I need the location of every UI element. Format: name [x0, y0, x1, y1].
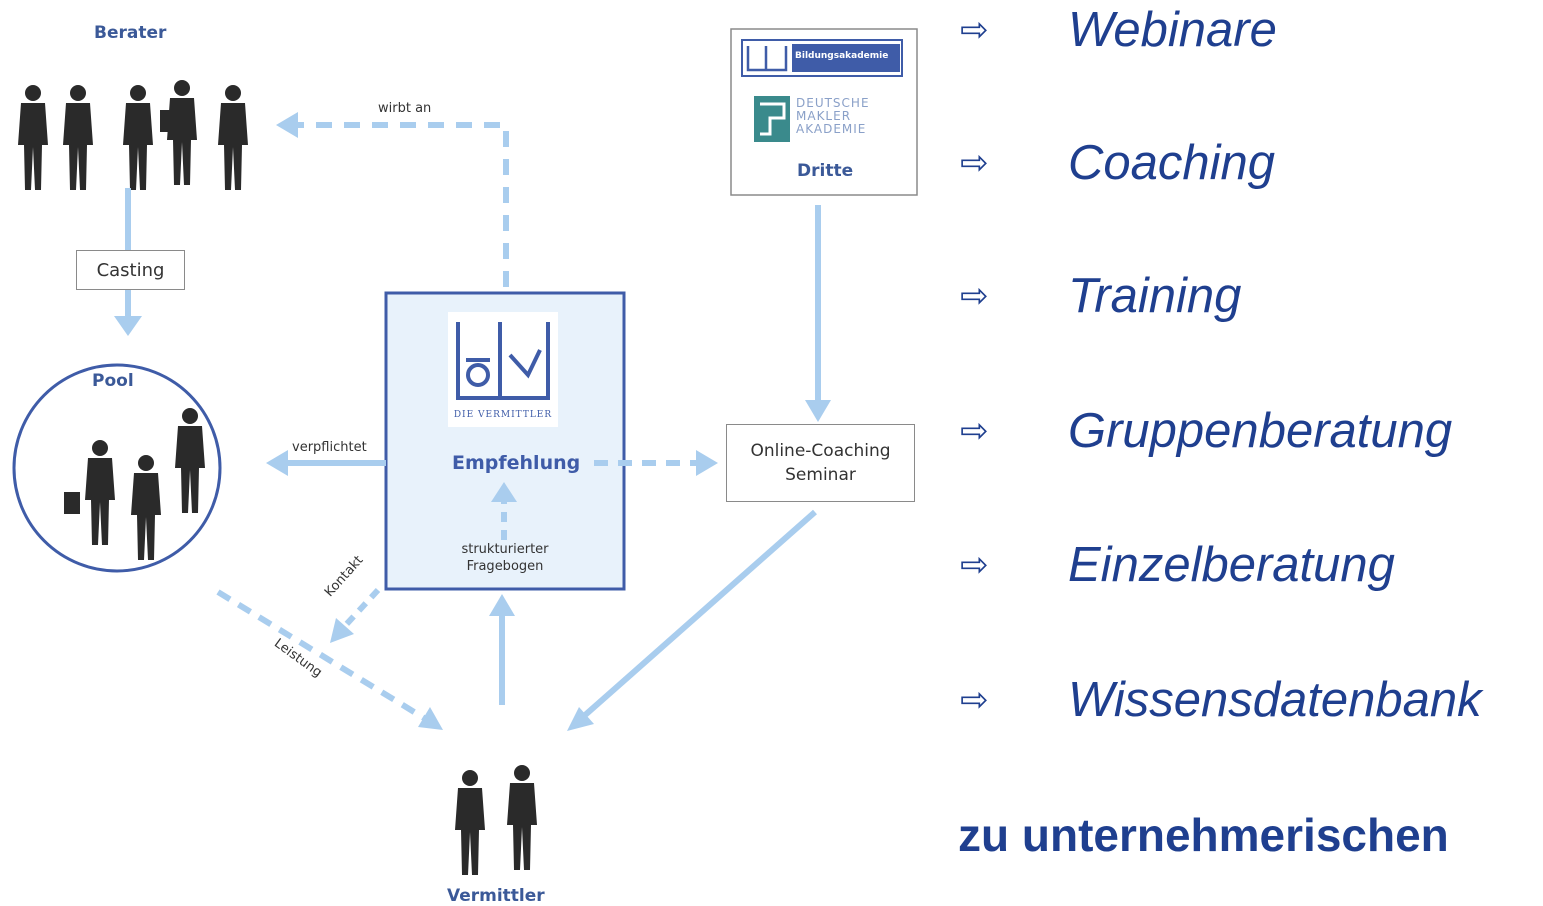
diagram-arrows — [114, 112, 831, 731]
right-arrow-icon: ⇨ — [960, 143, 989, 183]
list-item-label: Wissensdatenbank — [1068, 673, 1482, 727]
list-item-label: Training — [1068, 269, 1242, 323]
bildungsakademie-logo-icon — [741, 39, 903, 77]
casting-box: Casting — [76, 250, 185, 290]
empfehlung-label: Empfehlung — [448, 452, 585, 474]
dma-line-3: AKADEMIE — [796, 122, 867, 136]
right-arrow-icon: ⇨ — [960, 680, 989, 720]
online-coaching-box: Online-Coaching Seminar — [726, 424, 915, 502]
right-arrow-icon: ⇨ — [960, 276, 989, 316]
dma-logo-icon — [754, 96, 790, 142]
diagram-canvas — [12, 28, 918, 875]
online-coaching-line-2: Seminar — [785, 465, 856, 485]
berater-people-icon — [18, 80, 248, 190]
vermittler-people-icon — [455, 765, 537, 875]
right-arrow-icon: ⇨ — [960, 411, 989, 451]
fragebogen-line-2: Fragebogen — [466, 559, 544, 574]
pool-label: Pool — [92, 371, 134, 391]
list-item-label: Webinare — [1068, 3, 1277, 57]
list-item-einzelberatung: ⇨ Einzelberatung — [960, 537, 1395, 593]
list-item-gruppenberatung: ⇨ Gruppenberatung — [960, 403, 1452, 459]
dma-line-2: MAKLER — [796, 109, 852, 123]
casting-label: Casting — [96, 259, 165, 281]
logo-caption: Die Vermittler — [453, 410, 553, 420]
list-item-coaching: ⇨ Coaching — [960, 135, 1275, 191]
pool-circle — [12, 363, 222, 573]
bildungsakademie-label: Bildungsakademie — [795, 51, 889, 61]
verpflichtet-label: verpflichtet — [292, 440, 367, 455]
berater-label: Berater — [94, 23, 167, 43]
dma-line-1: DEUTSCHE — [796, 96, 870, 110]
fragebogen-label: strukturierter Fragebogen — [386, 541, 624, 575]
list-item-webinare: ⇨ Webinare — [960, 2, 1277, 58]
wirbt-an-label: wirbt an — [378, 101, 432, 116]
list-item-label: Coaching — [1068, 136, 1276, 190]
footer-heading: zu unternehmerischen — [958, 809, 1449, 861]
right-arrow-icon: ⇨ — [960, 10, 989, 50]
list-item-label: Einzelberatung — [1068, 538, 1395, 592]
dritte-label: Dritte — [797, 161, 854, 181]
online-coaching-line-1: Online-Coaching — [750, 441, 891, 461]
pool-people-icon — [64, 408, 205, 560]
bvk-logo-icon — [448, 312, 558, 427]
vermittler-label: Vermittler — [447, 886, 545, 906]
fragebogen-line-1: strukturierter — [461, 542, 549, 557]
list-item-training: ⇨ Training — [960, 268, 1241, 324]
right-arrow-icon: ⇨ — [960, 545, 989, 585]
list-item-wissensdatenbank: ⇨ Wissensdatenbank — [960, 672, 1482, 728]
list-item-label: Gruppenberatung — [1068, 404, 1453, 458]
dma-label: DEUTSCHE MAKLER AKADEMIE — [796, 97, 870, 136]
